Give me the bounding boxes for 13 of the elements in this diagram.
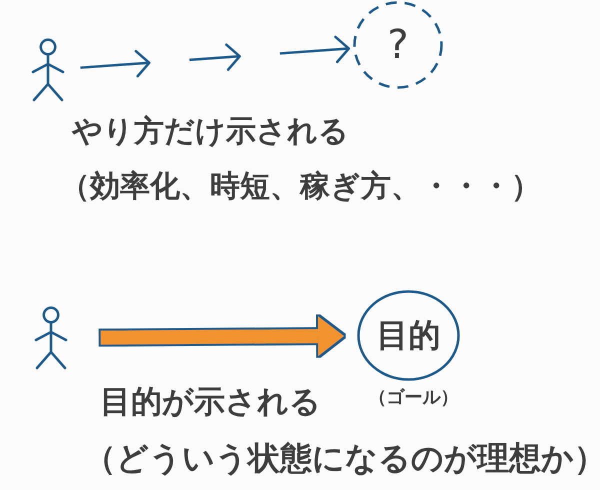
stick-figure-icon: [30, 38, 66, 102]
circle-node: [357, 290, 460, 381]
heading-text: やり方だけ示される: [72, 114, 349, 150]
node-label: 目的: [376, 318, 440, 354]
note-text: （どういう状態になるのが理想か）: [84, 439, 600, 478]
node-caption: （ゴール）: [368, 387, 458, 409]
note-text: （効率化、時短、稼ぎ方、・・・）: [60, 169, 541, 205]
dashed-circle-node: [353, 1, 443, 89]
node-label: ?: [387, 23, 409, 67]
block-arrow: [100, 316, 344, 356]
heading-text: 目的が示される: [100, 384, 321, 422]
dashed-arrow: [80, 36, 350, 78]
stick-figure-icon: [33, 306, 69, 370]
